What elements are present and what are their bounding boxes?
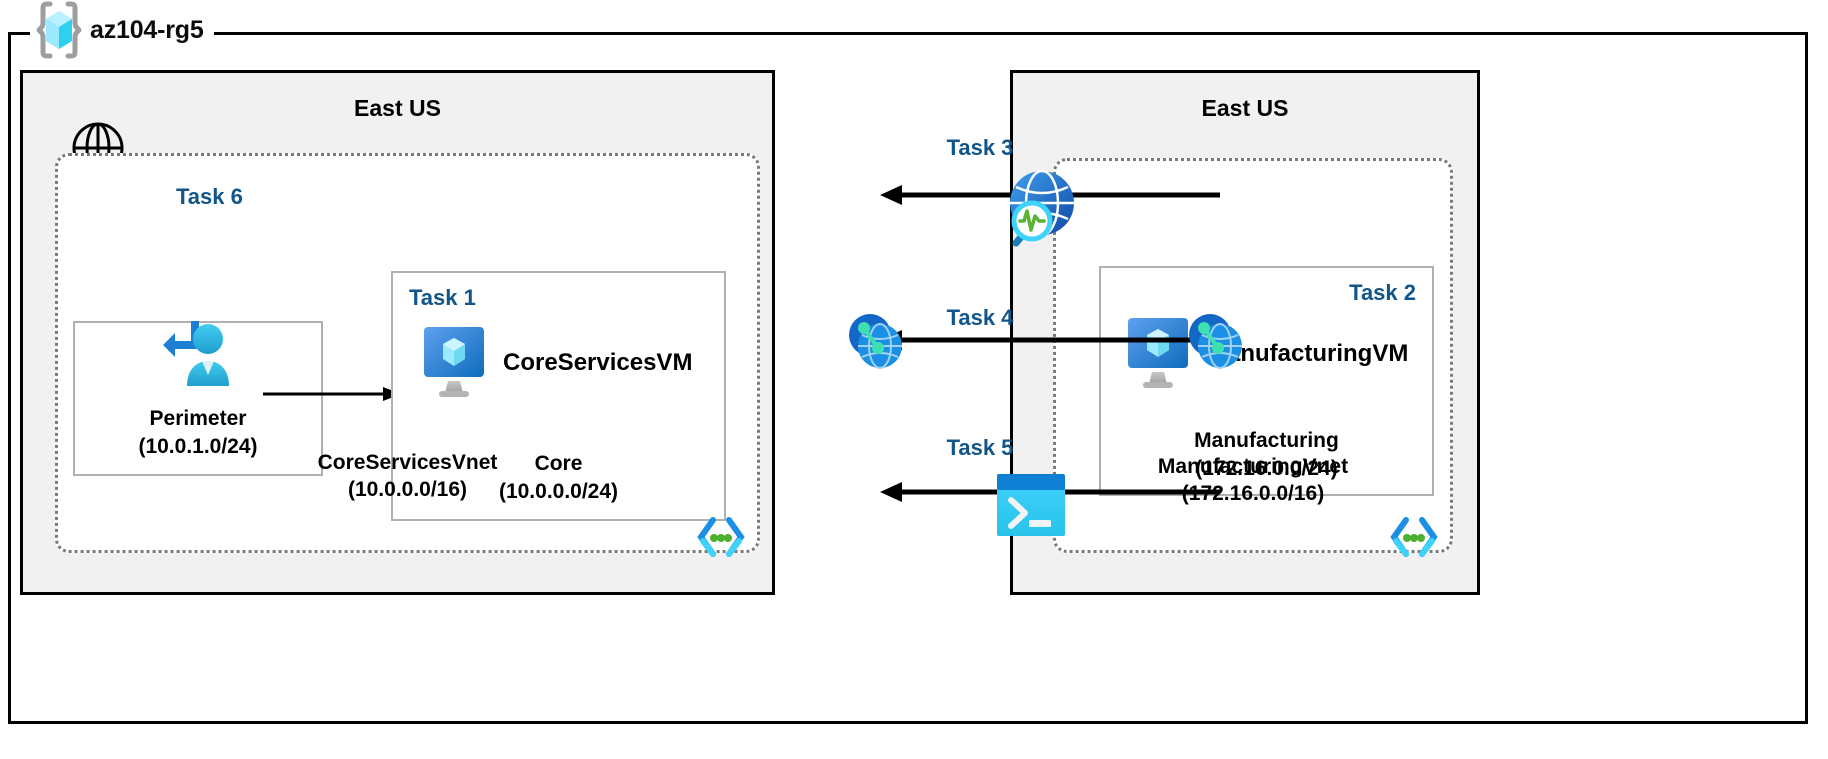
subnet-perimeter: Perimeter (10.0.1.0/24): [73, 321, 323, 476]
region-title-left: East US: [354, 95, 441, 121]
subnet-core-label: Core (10.0.0.0/24): [393, 450, 724, 505]
vm-coreservicesvm: CoreServicesVM: [421, 325, 692, 401]
virtual-machine-icon: [1125, 316, 1191, 392]
subnet-core: Task 1: [391, 271, 726, 521]
vm-coreservicesvm-label: CoreServicesVM: [503, 349, 693, 376]
subnet-manufacturing-cidr: (172.16.0.0/24): [1195, 456, 1338, 480]
task-tag-1: Task 1: [409, 285, 476, 310]
subnet-group-icon: [695, 514, 747, 560]
vnet-manufacturingvnet: Task 2: [1053, 158, 1453, 557]
resource-group-name: az104-rg5: [90, 15, 204, 44]
vnet-manufacturingvnet-name: ManufacturingVnet: [1157, 455, 1349, 479]
bastion-user-icon: [161, 315, 239, 389]
subnet-core-cidr: (10.0.0.0/24): [498, 479, 619, 503]
subnet-core-name: Core: [534, 452, 583, 476]
connector-task4: [880, 330, 1220, 350]
task-tag-6: Task 6: [176, 184, 243, 209]
region-east-us-left: East US Task 6: [20, 70, 775, 595]
task-label-4: Task 4: [946, 305, 1014, 330]
region-east-us-right: East US Task 2: [1010, 70, 1480, 595]
subnet-manufacturing-label: Manufacturing (172.16.0.0/24): [1101, 427, 1432, 482]
task-label-3: Task 3: [946, 135, 1014, 160]
subnet-perimeter-name: Perimeter: [149, 407, 247, 431]
azure-resource-group-icon: [34, 1, 84, 59]
connector-perimeter-to-core: [263, 384, 403, 404]
task-label-5: Task 5: [946, 435, 1014, 460]
vnet-manufacturingvnet-label: ManufacturingVnet (172.16.0.0/16): [1056, 454, 1450, 508]
virtual-machine-icon: [421, 325, 487, 401]
cloud-shell-icon: [995, 472, 1067, 538]
resource-group-header: az104-rg5: [30, 0, 214, 60]
vnet-coreservicesvnet-cidr: (10.0.0.0/16): [347, 478, 468, 502]
region-title-right: East US: [1201, 95, 1289, 121]
subnet-manufacturing: Task 2: [1099, 266, 1434, 496]
vnet-peering-icon: [1185, 310, 1247, 372]
vm-manufacturingvm: ManufacturingVM: [1125, 316, 1408, 392]
network-watcher-icon: [992, 163, 1082, 253]
subnet-manufacturing-name: Manufacturing: [1194, 429, 1339, 453]
subnet-group-icon: [1388, 514, 1440, 560]
vnet-manufacturingvnet-cidr: (172.16.0.0/16): [1181, 482, 1325, 506]
resource-group-frame: [8, 32, 1808, 724]
vnet-coreservicesvnet-label: CoreServicesVnet (10.0.0.0/16): [58, 450, 757, 504]
subnet-perimeter-label: Perimeter (10.0.1.0/24): [75, 405, 321, 460]
vnet-peering-icon: [845, 310, 907, 372]
vnet-coreservicesvnet: Task 6: [55, 153, 760, 557]
subnet-perimeter-cidr: (10.0.1.0/24): [138, 434, 258, 458]
task-tag-2: Task 2: [1349, 280, 1416, 305]
vnet-coreservicesvnet-name: CoreServicesVnet: [317, 451, 498, 475]
